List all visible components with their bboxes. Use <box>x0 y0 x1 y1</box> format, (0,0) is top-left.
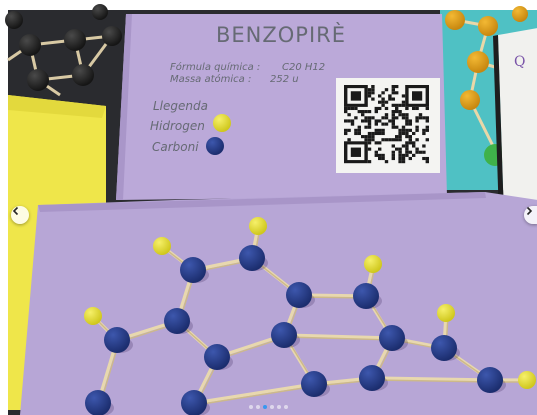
molecule-atoms <box>84 217 536 415</box>
carousel-dot <box>277 405 281 409</box>
chevron-right-icon <box>526 206 533 216</box>
hydrogen-atom <box>364 255 382 273</box>
formula-label: Fórmula química : <box>170 61 260 73</box>
carbon-atom <box>359 365 385 391</box>
sheet-title: BENZOPIRÈ <box>216 22 346 47</box>
hydrogen-atom <box>153 237 171 255</box>
carbon-atom <box>104 327 130 353</box>
carbon-atom <box>181 390 207 415</box>
carousel-dot <box>263 405 267 409</box>
carbon-atom <box>85 390 111 415</box>
carbon-atom <box>301 371 327 397</box>
carbon-atom <box>180 257 206 283</box>
carbon-atom <box>271 322 297 348</box>
right-card-text: Q <box>514 54 525 70</box>
carousel-dot <box>256 405 260 409</box>
legend-carbon-ball <box>206 137 224 155</box>
carbon-atom <box>164 308 190 334</box>
hydrogen-atom <box>518 371 536 389</box>
chevron-left-icon <box>12 206 19 216</box>
previous-image-button[interactable] <box>11 206 29 224</box>
carbon-atom <box>477 367 503 393</box>
mass-value: 252 u <box>270 74 299 85</box>
carbon-atom <box>379 325 405 351</box>
carbon-atom <box>431 335 457 361</box>
legend-title: Llegenda <box>153 99 208 113</box>
next-image-button[interactable] <box>524 206 537 224</box>
legend-hydrogen-ball <box>213 114 231 132</box>
black-molecule-model <box>5 4 122 97</box>
qr-code <box>336 78 440 173</box>
carousel-dot <box>270 405 274 409</box>
carbon-atom <box>204 344 230 370</box>
legend-hydrogen-label: Hidrogen <box>150 119 205 133</box>
carousel-dot <box>249 405 253 409</box>
carbon-atom <box>353 283 379 309</box>
lower-purple-sheet <box>20 192 537 415</box>
handwritten-sheet-text: BENZOPIRÈ Fórmula química : C20 H12 Mass… <box>150 22 346 155</box>
carbon-atom <box>286 282 312 308</box>
hydrogen-atom <box>437 304 455 322</box>
hydrogen-atom <box>249 217 267 235</box>
formula-value: C20 H12 <box>282 62 325 73</box>
hydrogen-atom <box>84 307 102 325</box>
legend-carbon-label: Carboni <box>152 140 199 154</box>
carbon-atom <box>239 245 265 271</box>
carousel-indicator <box>0 405 537 409</box>
carousel-dot <box>284 405 288 409</box>
mass-label: Massa atómica : <box>170 73 251 85</box>
